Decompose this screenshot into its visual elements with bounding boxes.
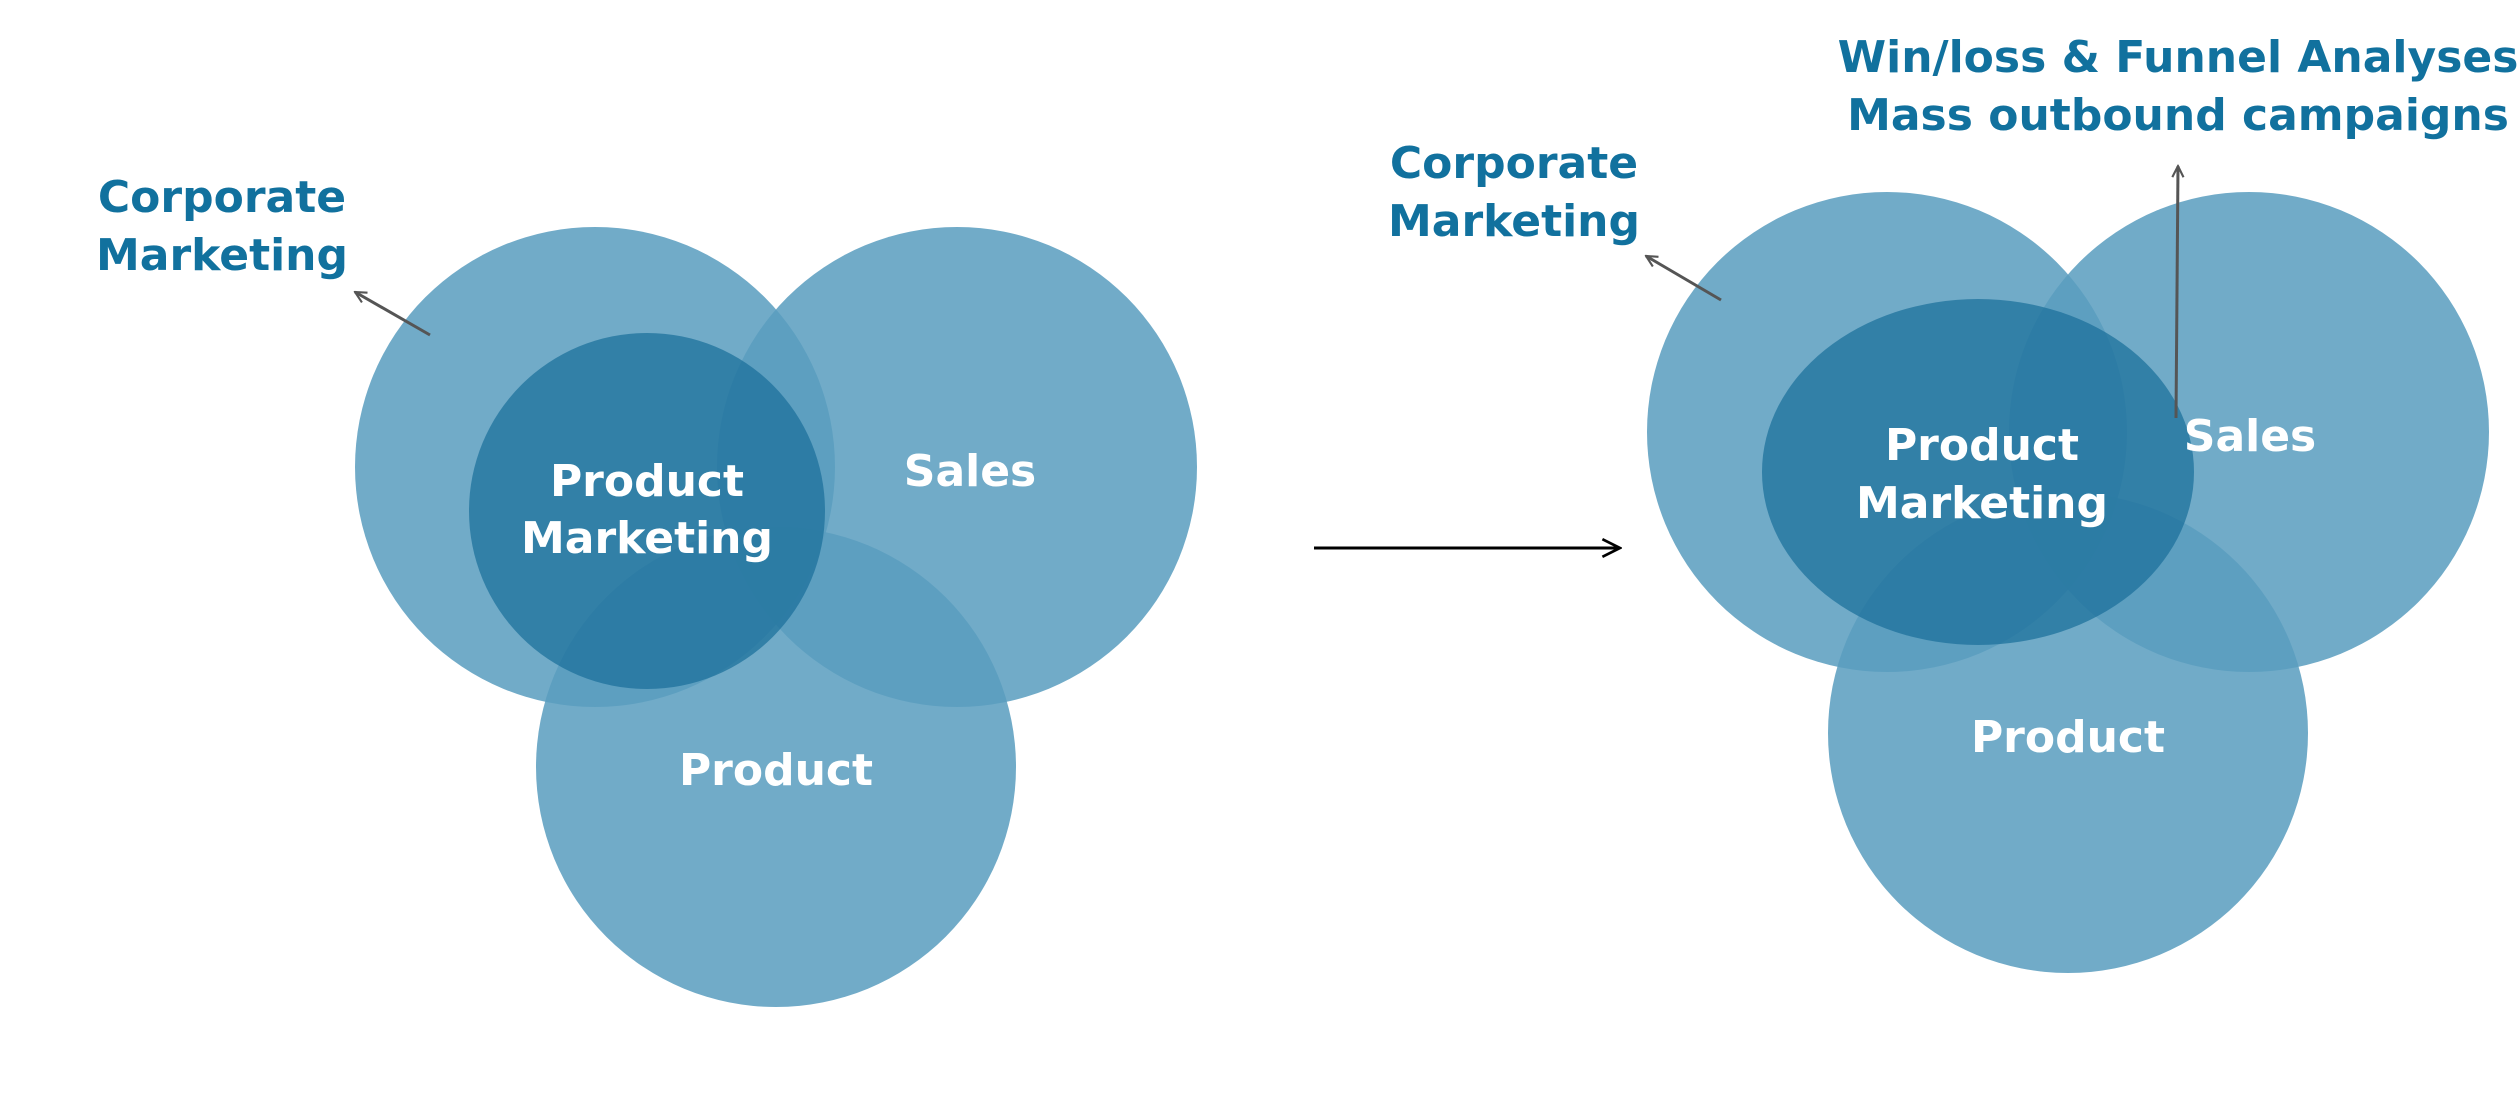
before-product-label: Product xyxy=(679,745,873,796)
after-corporate-callout-line2: Marketing xyxy=(1388,196,1640,247)
after-sales-callout-line2: Mass outbound campaigns xyxy=(1847,90,2509,141)
before-corporate-callout-line1: Corporate xyxy=(98,172,346,223)
before-product-marketing-label-line1: Product xyxy=(550,456,744,507)
before-venn: Sales Product Product Marketing Corporat… xyxy=(96,172,1197,1007)
after-sales-callout-line1: Win/loss & Funnel Analyses xyxy=(1838,32,2518,83)
after-product-marketing-ellipse xyxy=(1762,299,2194,645)
after-product-label: Product xyxy=(1971,712,2165,763)
before-corporate-callout-line2: Marketing xyxy=(96,230,348,281)
after-product-marketing-label-line1: Product xyxy=(1885,420,2079,471)
after-corporate-pointer-arrow-icon xyxy=(1646,254,1722,302)
after-sales-label: Sales xyxy=(2184,411,2317,462)
after-product-marketing-label-line2: Marketing xyxy=(1856,478,2108,529)
before-corporate-pointer-arrow-icon xyxy=(355,290,431,337)
before-product-marketing-label-line2: Marketing xyxy=(521,513,773,564)
after-sales-pointer-arrow-icon xyxy=(2176,166,2178,419)
after-corporate-callout-line1: Corporate xyxy=(1390,138,1638,189)
before-sales-label: Sales xyxy=(904,446,1037,497)
after-venn: Sales Product Product Marketing Corporat… xyxy=(1388,32,2518,973)
before-product-marketing-circle xyxy=(469,333,825,689)
